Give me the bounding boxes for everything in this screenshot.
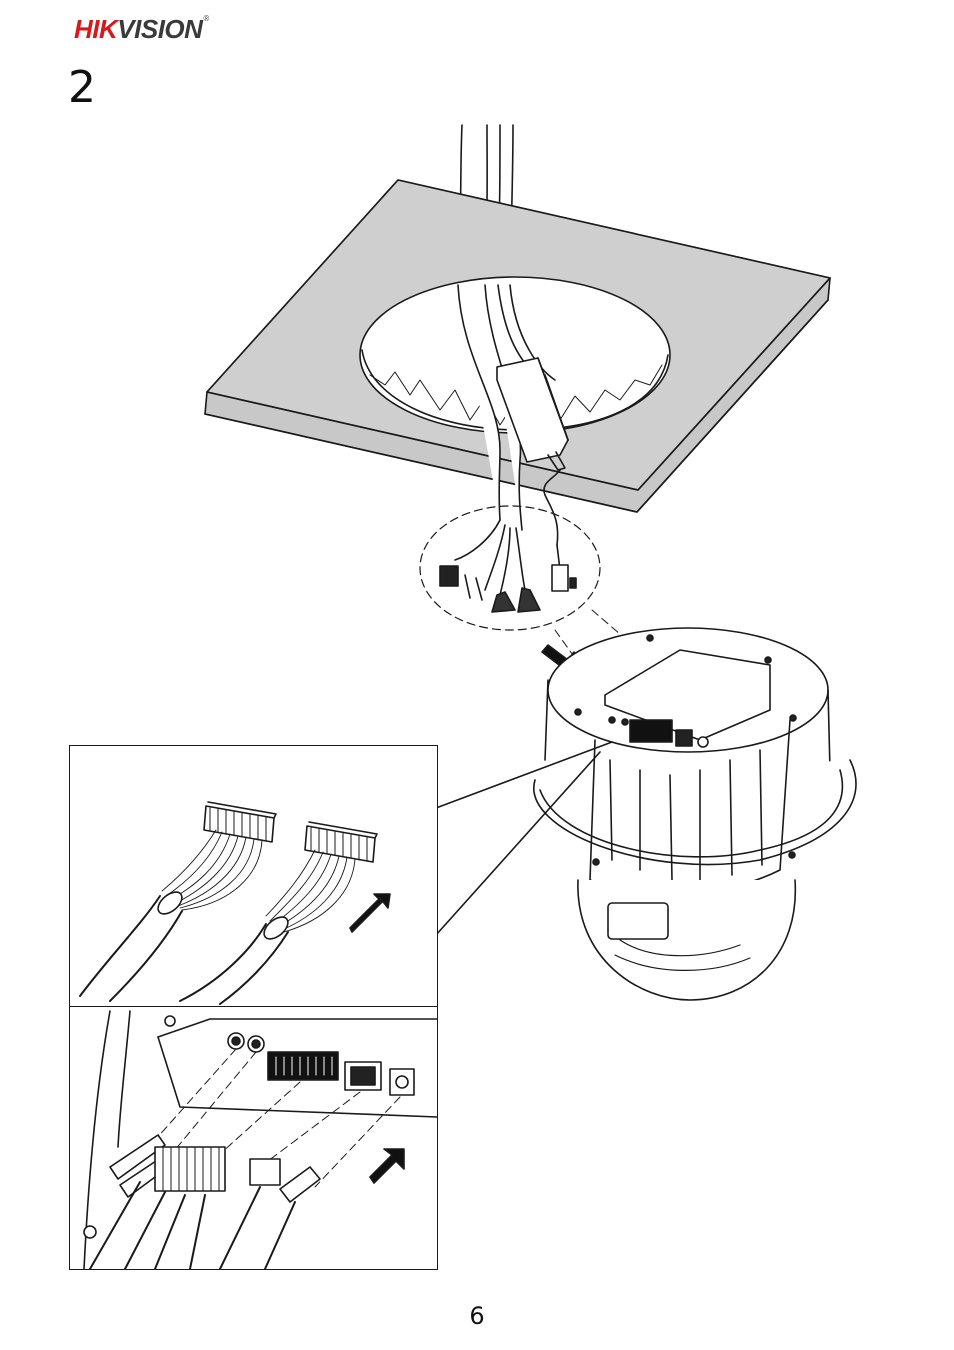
detail-inset-ports [69, 1006, 438, 1270]
arrow-icon [350, 894, 390, 932]
cable-ends-detail [440, 520, 576, 612]
terminal-connector-icon [305, 822, 377, 862]
detail-inset-connectors [69, 745, 438, 1008]
arrow-icon [370, 1149, 404, 1183]
page-number: 6 [0, 1302, 954, 1330]
terminal-port [268, 1052, 338, 1080]
speed-dome-camera-icon [534, 628, 856, 1000]
power-port [390, 1069, 414, 1095]
terminal-connector-icon [204, 802, 276, 842]
terminal-connector-icon [155, 1147, 225, 1191]
